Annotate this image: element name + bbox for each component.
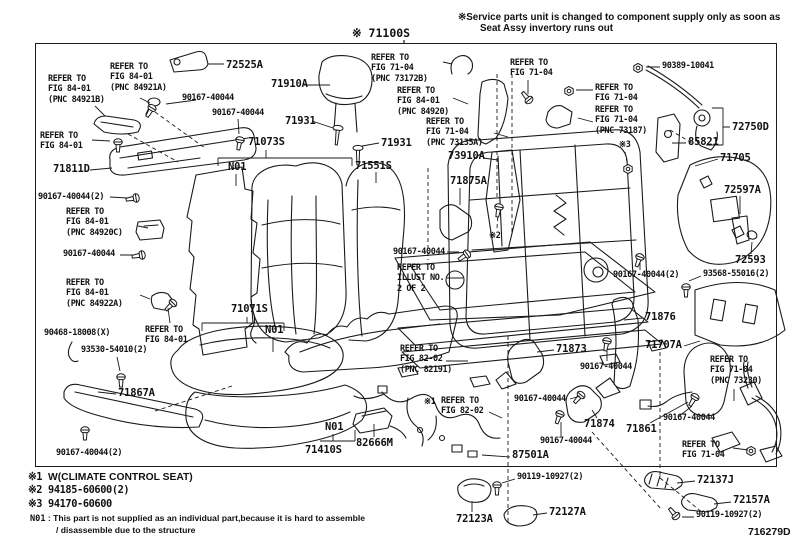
footnote-row: ※3 94170-60600 bbox=[28, 498, 193, 511]
part-label-71874: 71874 bbox=[584, 418, 615, 430]
footnote-marker: ※2 bbox=[28, 484, 43, 497]
part-label-90119-10927-a: 90119-10927(2) bbox=[517, 472, 584, 482]
footnote-marker: ※3 bbox=[28, 497, 43, 510]
part-label-refer-84-01-mid: REFER TO FIG 84-01 bbox=[145, 325, 188, 346]
part-label-refer-84-01-84920c: REFER TO FIG 84-01 (PNC 84920C) bbox=[66, 207, 123, 238]
part-label-71875a: 71875A bbox=[450, 175, 487, 187]
part-label-72750d: 72750D bbox=[732, 121, 769, 133]
part-label-72137j: 72137J bbox=[697, 474, 734, 486]
part-label-82666m: 82666M bbox=[356, 437, 393, 449]
footnote-row: ※2 94185-60600(2) bbox=[28, 484, 193, 497]
part-label-71867a: 71867A bbox=[118, 387, 155, 399]
n01-text-line2: / disassemble due to the structure bbox=[56, 525, 196, 535]
part-label-71410s: 71410S bbox=[305, 444, 342, 456]
n01-text-line1: : This part is not supplied as an indivi… bbox=[47, 513, 366, 523]
document-number: 716279D bbox=[748, 526, 791, 538]
part-label-refer-71-04-73135a: REFER TO FIG 71-04 (PNC 73135A) bbox=[426, 117, 483, 148]
part-label-71073s: 71073S bbox=[248, 136, 285, 148]
footnote-text: W(CLIMATE CONTROL SEAT) bbox=[48, 472, 193, 483]
part-label-refer-82-02: REFER TO FIG 82-02 bbox=[441, 396, 484, 417]
part-label-71876: 71876 bbox=[645, 311, 676, 323]
part-label-refer-71-04-73172b: REFER TO FIG 71-04 (PNC 73172B) bbox=[371, 53, 428, 84]
footnote-text: 94170-60600 bbox=[48, 497, 112, 510]
part-label-71861: 71861 bbox=[626, 423, 657, 435]
part-label-90167-40044-e: 90167-40044 bbox=[580, 362, 632, 372]
part-label-72123a: 72123A bbox=[456, 513, 493, 525]
part-label-mark2: ※2 bbox=[489, 231, 501, 241]
part-label-refer-71-04-b: REFER TO FIG 71-04 bbox=[595, 83, 638, 104]
part-label-85821: 85821 bbox=[688, 136, 719, 148]
footnote-row: ※1 W(CLIMATE CONTROL SEAT) bbox=[28, 471, 193, 484]
part-label-refer-84-01-84920: REFER TO FIG 84-01 (PNC 84920) bbox=[397, 86, 449, 117]
part-label-refer-84-01-84922a: REFER TO FIG 84-01 (PNC 84922A) bbox=[66, 278, 123, 309]
part-label-90167-40044-d: 90167-40044 bbox=[393, 247, 445, 257]
footnotes-list: ※1 W(CLIMATE CONTROL SEAT) ※2 94185-60600(2… bbox=[28, 471, 193, 511]
part-label-refer-71-04-73230: REFER TO FIG 71-04 (PNC 73230) bbox=[710, 355, 762, 386]
part-label-refer-71-04-a: REFER TO FIG 71-04 bbox=[510, 58, 553, 79]
part-label-90119-10927-b: 90119-10927(2) bbox=[696, 510, 763, 520]
part-label-mark3: ※3 bbox=[619, 140, 631, 150]
part-label-refer-71-04-73187: REFER TO FIG 71-04 (PNC 73187) bbox=[595, 105, 647, 136]
part-label-71071s: 71071S bbox=[231, 303, 268, 315]
part-label-71707a: 71707A bbox=[645, 339, 682, 351]
part-label-90167-40044-f: 90167-40044 bbox=[514, 394, 566, 404]
service-note: ※Service parts unit is changed to compon… bbox=[458, 12, 798, 34]
part-label-n01-mid: N01 bbox=[265, 324, 284, 336]
part-label-n01-bottom: N01 bbox=[325, 421, 344, 433]
service-note-line1: ※Service parts unit is changed to compon… bbox=[458, 12, 781, 23]
service-note-line2: Seat Assy invertory runs out bbox=[480, 23, 614, 34]
part-label-72127a: 72127A bbox=[549, 506, 586, 518]
part-label-90167-40044-g: 90167-40044 bbox=[540, 436, 592, 446]
part-label-72157a: 72157A bbox=[733, 494, 770, 506]
n01-marker: N01 bbox=[30, 514, 46, 524]
part-label-71705: 71705 bbox=[720, 152, 751, 164]
part-label-refer-84-01-84921b: REFER TO FIG 84-01 (PNC 84921B) bbox=[48, 74, 105, 105]
part-label-90468-18008x: 90468-18008(X) bbox=[44, 328, 111, 338]
part-label-90167-40044-2-r: 90167-40044(2) bbox=[613, 270, 680, 280]
part-label-refer-illust: REFER TO ILLUST NO. 2 OF 2 bbox=[397, 263, 445, 294]
diagram-frame-border bbox=[35, 43, 777, 467]
part-label-90167-40044-2-bl: 90167-40044(2) bbox=[56, 448, 123, 458]
part-label-71910a: 71910A bbox=[271, 78, 308, 90]
part-label-72593: 72593 bbox=[735, 254, 766, 266]
part-label-90167-40044-h: 90167-40044 bbox=[663, 413, 715, 423]
footnote-text: 94185-60600(2) bbox=[48, 484, 130, 497]
part-label-71811d: 71811D bbox=[53, 163, 90, 175]
part-label-93568-55016: 93568-55016(2) bbox=[703, 269, 770, 279]
part-label-90167-40044-c: 90167-40044 bbox=[63, 249, 115, 259]
part-label-87501a: 87501A bbox=[512, 449, 549, 461]
part-label-refer-84-01-84921a: REFER TO FIG 84-01 (PNC 84921A) bbox=[110, 62, 167, 93]
figure-number-title: ※ 71100S bbox=[352, 26, 411, 40]
part-label-72525a: 72525A bbox=[226, 59, 263, 71]
n01-footnote: N01 : This part is not supplied as an in… bbox=[30, 513, 365, 536]
part-label-refer-82-02-82191: REFER TO FIG 82-02 (PNC 82191) bbox=[400, 344, 452, 375]
part-label-71931-l: 71931 bbox=[285, 115, 316, 127]
part-label-mark1: ※1 bbox=[424, 397, 436, 407]
part-label-71873: 71873 bbox=[556, 343, 587, 355]
part-label-refer-84-01-top: REFER TO FIG 84-01 bbox=[40, 131, 83, 152]
part-label-n01-top: N01 bbox=[228, 161, 247, 173]
part-label-refer-71-04-c: REFER TO FIG 71-04 bbox=[682, 440, 725, 461]
part-label-72597a: 72597A bbox=[724, 184, 761, 196]
part-label-90167-40044-2-l: 90167-40044(2) bbox=[38, 192, 105, 202]
part-label-90167-40044-b: 90167-40044 bbox=[212, 108, 264, 118]
part-label-90167-40044-a: 90167-40044 bbox=[182, 93, 234, 103]
part-label-71551s: 71551S bbox=[355, 160, 392, 172]
part-label-73910a: 73910A bbox=[448, 150, 485, 162]
part-label-71931-r: 71931 bbox=[381, 137, 412, 149]
part-label-93530-54010: 93530-54010(2) bbox=[81, 345, 148, 355]
footnote-marker: ※1 bbox=[28, 471, 43, 483]
part-label-90389-10041: 90389-10041 bbox=[662, 61, 714, 71]
